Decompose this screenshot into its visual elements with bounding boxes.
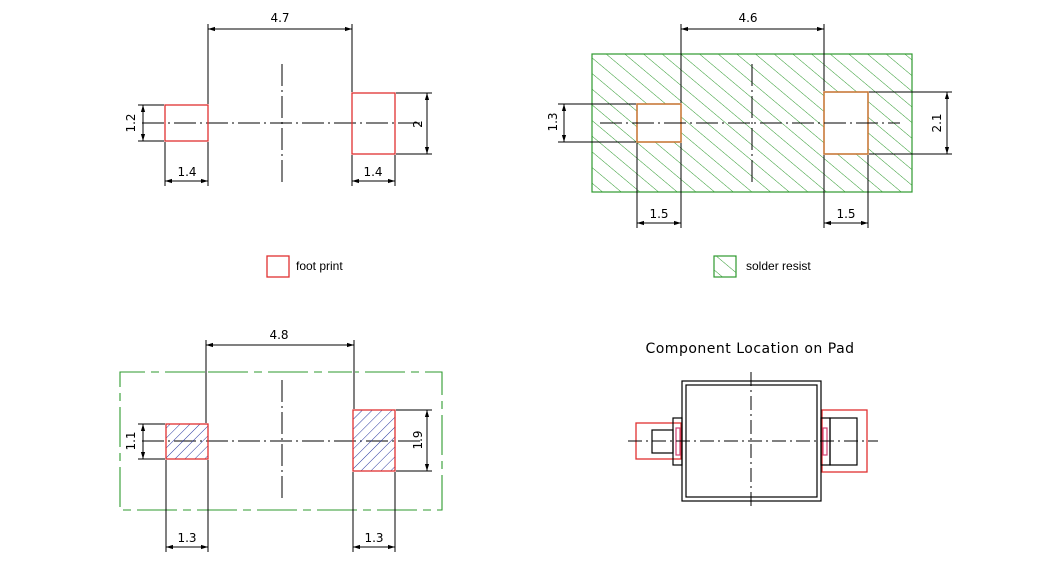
footprint-left-pad — [164, 104, 209, 142]
stencil-outline — [119, 371, 443, 511]
stencil-view: 4.8 1.1 1.9 1.3 1.3 — [119, 328, 443, 552]
footprint-view: 4.7 1.2 2 1.4 1.4 — [124, 11, 432, 186]
footprint-right-width-dim: 1.4 — [363, 165, 382, 179]
footprint-swatch — [266, 255, 290, 278]
component-location-view: Component Location on Pad — [628, 341, 878, 510]
stencil-left-width-dim: 1.3 — [177, 531, 196, 545]
component-location-title: Component Location on Pad — [645, 341, 854, 357]
stencil-left-aperture — [165, 423, 209, 460]
stencil-right-width-dim: 1.3 — [364, 531, 383, 545]
stencil-right-aperture — [352, 409, 396, 472]
footprint-pitch-dim: 4.7 — [270, 11, 289, 25]
stencil-left-height-dim: 1.1 — [124, 431, 138, 450]
solder-resist-left-height-dim: 1.3 — [546, 112, 560, 131]
solder-resist-view: 4.6 1.3 2.1 1.5 1.5 — [546, 11, 952, 228]
footprint-right-pad — [351, 92, 396, 155]
footprint-right-height-dim: 2 — [411, 120, 425, 128]
footprint-left-width-dim: 1.4 — [177, 165, 196, 179]
legend-footprint-label: foot print — [296, 259, 343, 273]
solder-resist-pitch-dim: 4.6 — [738, 11, 757, 25]
legend-solder-resist-label: solder resist — [746, 259, 811, 273]
solder-resist-swatch — [713, 255, 737, 278]
solder-resist-right-height-dim: 2.1 — [930, 113, 944, 132]
legend-footprint: foot print — [266, 255, 343, 278]
stencil-pitch-dim: 4.8 — [269, 328, 288, 342]
solder-resist-right-width-dim: 1.5 — [836, 207, 855, 221]
stencil-right-height-dim: 1.9 — [411, 430, 425, 449]
solder-resist-left-width-dim: 1.5 — [649, 207, 668, 221]
footprint-left-height-dim: 1.2 — [124, 113, 138, 132]
legend-solder-resist: solder resist — [713, 255, 811, 278]
